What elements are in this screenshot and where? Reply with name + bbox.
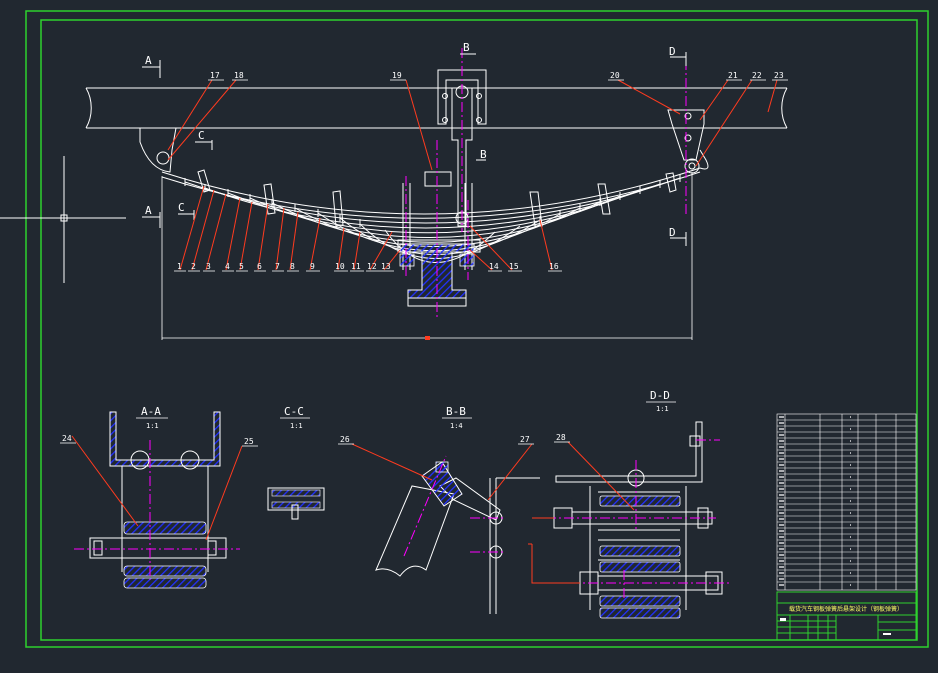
section-aa-title: A-A <box>141 405 161 418</box>
leader-lines-lower <box>179 185 553 271</box>
section-aa-scale: 1:1 <box>146 422 159 430</box>
part-number-7: 7 <box>275 262 280 271</box>
section-dd-title: D-D <box>650 389 670 402</box>
part-number-19: 19 <box>392 71 402 80</box>
part-number-23: 23 <box>774 71 784 80</box>
section-bb-view <box>338 443 540 614</box>
title-block <box>776 591 917 641</box>
part-number-5: 5 <box>239 262 244 271</box>
part-number-10: 10 <box>335 262 345 271</box>
inner-frame <box>40 19 918 641</box>
part-number-21: 21 <box>728 71 738 80</box>
title-block-marker <box>780 618 786 621</box>
section-marker-c-left: C <box>178 201 185 214</box>
section-bb-title: B-B <box>446 405 466 418</box>
leaf-spring-main <box>161 167 701 215</box>
part-number-6: 6 <box>257 262 262 271</box>
section-bb-scale: 1:4 <box>450 422 463 430</box>
part-number-20: 20 <box>610 71 620 80</box>
section-marker-b-mid: B <box>480 148 487 161</box>
section-markers <box>142 52 687 246</box>
section-marker-d-bottom: D <box>669 226 676 239</box>
part-number-18: 18 <box>234 71 244 80</box>
part-number-26: 26 <box>340 435 350 444</box>
parts-list-table <box>776 413 917 591</box>
frame-rail <box>85 87 788 129</box>
section-dd-scale: 1:1 <box>656 405 669 413</box>
parts-list-columns <box>784 414 897 590</box>
part-number-3: 3 <box>206 262 211 271</box>
part-number-4: 4 <box>225 262 230 271</box>
leader-lines-upper <box>167 79 778 171</box>
part-number-15: 15 <box>509 262 519 271</box>
part-number-22: 22 <box>752 71 762 80</box>
part-number-16: 16 <box>549 262 559 271</box>
part-number-17: 17 <box>210 71 220 80</box>
part-number-14: 14 <box>489 262 499 271</box>
title-block-sheet-marker <box>883 633 891 635</box>
section-marker-a-top: A <box>145 54 152 67</box>
section-dd-view <box>528 421 730 619</box>
part-number-27: 27 <box>520 435 530 444</box>
part-number-25: 25 <box>244 437 254 446</box>
section-marker-c-top: C <box>198 129 205 142</box>
dd-dimension <box>528 517 580 584</box>
section-marker-b-top: B <box>463 41 470 54</box>
part-number-24: 24 <box>62 434 72 443</box>
outer-frame <box>25 10 929 648</box>
center-bracket <box>437 69 487 125</box>
section-marker-a-left: A <box>145 204 152 217</box>
part-number-1: 1 <box>177 262 182 271</box>
parts-list-entries <box>779 416 851 586</box>
part-number-12: 12 <box>367 262 377 271</box>
section-cc-title: C-C <box>284 405 304 418</box>
part-number-13: 13 <box>381 262 391 271</box>
rear-hanger <box>139 127 177 173</box>
crosshair-cursor <box>0 156 126 283</box>
part-number-28: 28 <box>556 433 566 442</box>
section-cc-view <box>267 487 325 520</box>
front-shackle <box>667 109 705 161</box>
section-cc-scale: 1:1 <box>290 422 303 430</box>
drawing-title: 载货汽车钢板弹簧后悬架设计（钢板弹簧） <box>789 605 903 613</box>
parts-list-rows <box>777 419 916 583</box>
main-elevation-view <box>85 69 788 340</box>
part-number-9: 9 <box>310 262 315 271</box>
part-number-8: 8 <box>290 262 295 271</box>
section-marker-d-top: D <box>669 45 676 58</box>
part-number-2: 2 <box>191 262 196 271</box>
section-aa-view <box>60 411 258 589</box>
part-number-11: 11 <box>351 262 361 271</box>
centerlines-main <box>405 48 687 318</box>
